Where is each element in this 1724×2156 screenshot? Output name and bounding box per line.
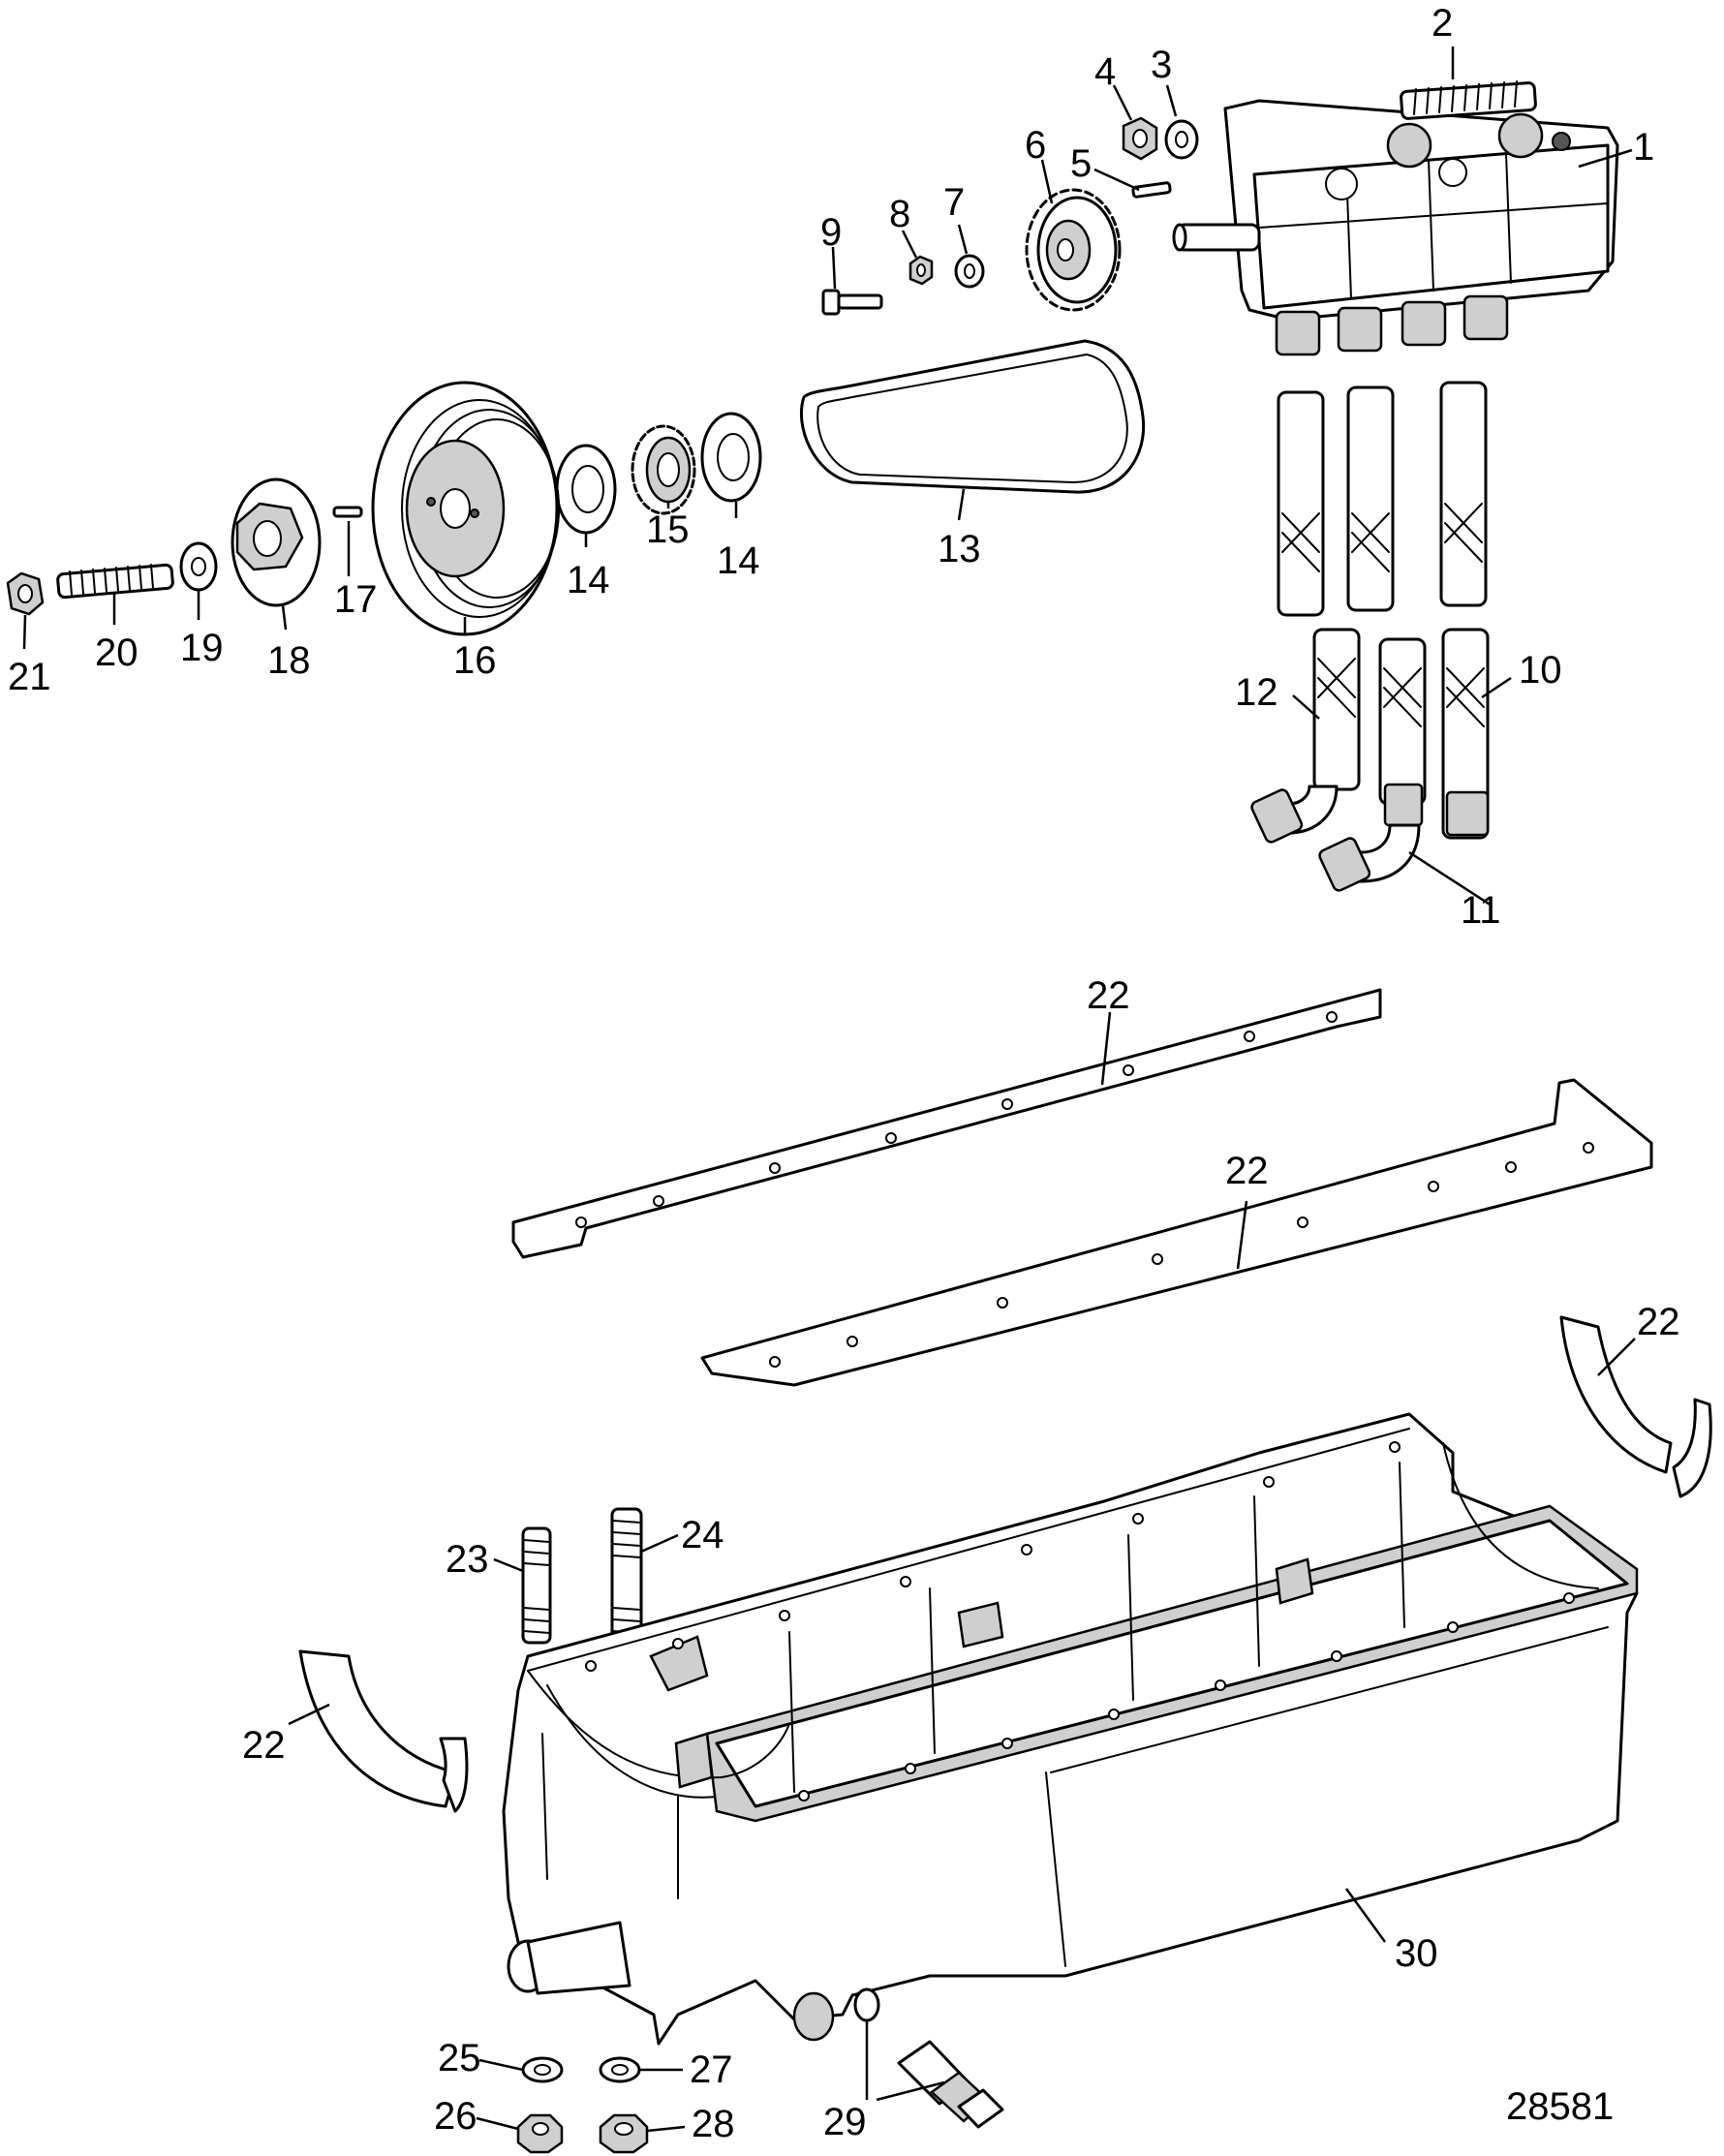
bolt bbox=[821, 289, 883, 316]
crankshaft-hub bbox=[231, 477, 322, 607]
callout-10: 10 bbox=[1519, 649, 1562, 692]
leader-lines bbox=[22, 46, 1636, 2133]
callout-4: 4 bbox=[1094, 50, 1116, 93]
nut bbox=[6, 571, 45, 616]
callout-22a: 22 bbox=[1087, 974, 1130, 1017]
rear-main-seal-gasket bbox=[1559, 1315, 1712, 1498]
callout-17: 17 bbox=[334, 578, 378, 621]
callout-19: 19 bbox=[180, 627, 224, 669]
callout-7: 7 bbox=[943, 181, 965, 224]
callout-18: 18 bbox=[267, 639, 311, 682]
callout-28: 28 bbox=[692, 2103, 735, 2145]
key bbox=[1131, 181, 1172, 199]
callout-30: 30 bbox=[1395, 1932, 1438, 1975]
callout-21: 21 bbox=[8, 656, 51, 698]
figure-number: 28581 bbox=[1506, 2085, 1614, 2128]
oil-pan-gasket-rail bbox=[511, 988, 1382, 1259]
crankshaft-pulley bbox=[371, 381, 560, 636]
crankshaft-sprocket bbox=[631, 424, 696, 515]
stud bbox=[521, 1526, 552, 1645]
washer bbox=[599, 2056, 641, 2083]
callout-8: 8 bbox=[889, 193, 910, 235]
callout-12: 12 bbox=[1235, 671, 1278, 714]
callout-1: 1 bbox=[1633, 126, 1654, 169]
oil-pump-assembly bbox=[1172, 99, 1619, 356]
stud bbox=[1400, 80, 1537, 120]
washer bbox=[954, 254, 985, 289]
callout-9: 9 bbox=[820, 211, 842, 254]
callout-14b: 14 bbox=[717, 539, 760, 582]
washer bbox=[521, 2056, 564, 2083]
nut bbox=[1122, 116, 1158, 161]
callout-22b: 22 bbox=[1225, 1150, 1269, 1192]
oil-hose-12 bbox=[1250, 390, 1361, 844]
callout-15: 15 bbox=[646, 508, 690, 551]
callout-13: 13 bbox=[938, 528, 981, 570]
callout-25: 25 bbox=[438, 2037, 481, 2079]
thrust-washer bbox=[555, 444, 617, 535]
callout-29: 29 bbox=[823, 2101, 867, 2143]
dowel-pin bbox=[332, 506, 363, 518]
callout-5: 5 bbox=[1070, 142, 1092, 185]
oil-pan-gasket-rail bbox=[700, 1078, 1653, 1387]
stud bbox=[56, 563, 174, 600]
callout-14a: 14 bbox=[567, 559, 610, 601]
thrust-washer bbox=[700, 412, 762, 503]
callout-3: 3 bbox=[1151, 44, 1172, 86]
oil-hose-11 bbox=[1318, 385, 1427, 892]
nut bbox=[599, 2113, 649, 2154]
callout-22d: 22 bbox=[242, 1724, 286, 1767]
washer bbox=[1164, 119, 1199, 160]
callout-20: 20 bbox=[95, 631, 139, 674]
callout-6: 6 bbox=[1025, 124, 1046, 167]
callout-24: 24 bbox=[681, 1514, 724, 1556]
drive-belt bbox=[799, 339, 1146, 494]
callout-26: 26 bbox=[434, 2095, 477, 2138]
washer bbox=[179, 541, 218, 592]
callout-16: 16 bbox=[453, 639, 497, 682]
drain-plug bbox=[853, 1987, 1004, 2129]
oil-hose-10 bbox=[1439, 381, 1490, 840]
callout-22c: 22 bbox=[1637, 1301, 1680, 1343]
callout-11: 11 bbox=[1461, 889, 1501, 932]
nut bbox=[516, 2113, 564, 2154]
callout-23: 23 bbox=[446, 1538, 489, 1581]
front-main-seal-gasket bbox=[298, 1649, 469, 1813]
nut bbox=[908, 255, 934, 286]
callout-27: 27 bbox=[690, 2048, 733, 2091]
callout-2: 2 bbox=[1432, 2, 1453, 45]
pump-outlet-fittings bbox=[1275, 294, 1509, 356]
oil-pan bbox=[502, 1412, 1639, 2046]
pump-sprocket bbox=[1025, 188, 1122, 312]
callout-labels: 1 2 3 4 5 6 7 8 9 10 11 12 13 14 14 15 1… bbox=[8, 2, 1680, 2145]
